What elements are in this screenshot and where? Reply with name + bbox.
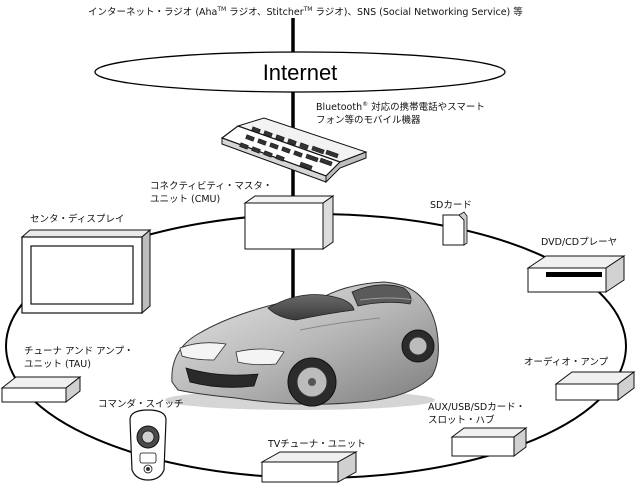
top-caption-part-2: ラジオ、Stitcher — [226, 7, 304, 19]
commander-switch-icon — [129, 409, 167, 481]
bluetooth-text: Bluetooth — [316, 102, 363, 114]
commander-switch-label: コマンダ・スイッチ — [98, 399, 184, 410]
cmu-label-line2: ユニット (CMU) — [150, 194, 221, 205]
internet-ellipse — [94, 51, 506, 93]
cmu-label: コネクティビティ・マスタ・ ユニット (CMU) — [150, 180, 272, 206]
car-illustration — [165, 281, 439, 410]
cmu-box — [243, 195, 335, 250]
audio-amp-label: オーディオ・アンプ — [524, 357, 609, 368]
trademark-2: TM — [303, 6, 313, 13]
trademark-1: TM — [217, 6, 227, 13]
tau-label-line1: チューナ アンド アンプ・ — [24, 346, 134, 357]
top-caption: インターネット・ラジオ (AhaTM ラジオ、StitcherTM ラジオ)、S… — [88, 3, 523, 19]
dvd-cd-player-icon — [526, 255, 626, 293]
mobile-device-icon — [220, 117, 368, 184]
top-caption-part-3: ラジオ)、SNS (Social Networking Service) 等 — [312, 7, 523, 19]
cmu-label-line1: コネクティビティ・マスタ・ — [150, 181, 273, 192]
aux-usb-sd-hub-label-line1: AUX/USB/SDカード・ — [428, 402, 526, 413]
tau-label: チューナ アンド アンプ・ ユニット (TAU) — [24, 345, 134, 371]
aux-usb-sd-hub-label: AUX/USB/SDカード・ スロット・ハブ — [428, 401, 525, 427]
mobile-device-label-line2: フォン等のモバイル機器 — [316, 115, 421, 127]
tau-box — [0, 375, 82, 404]
tv-tuner-unit-label: TVチューナ・ユニット — [268, 439, 366, 450]
tau-label-line2: ユニット (TAU) — [24, 359, 91, 370]
internet-label: Internet — [263, 60, 338, 85]
dvd-cd-player-label: DVD/CDプレーヤ — [541, 237, 618, 248]
registered-mark: ® — [362, 101, 369, 108]
aux-usb-sd-hub-label-line2: スロット・ハブ — [428, 415, 495, 426]
aux-usb-sd-hub-box — [450, 427, 528, 457]
audio-amp-box — [554, 371, 636, 401]
center-display-icon — [20, 228, 152, 315]
sd-card-label: SDカード — [430, 200, 472, 211]
center-display-label: センタ・ディスプレイ — [30, 214, 125, 225]
top-caption-part-1: インターネット・ラジオ (Aha — [88, 7, 218, 19]
tv-tuner-unit-box — [260, 451, 358, 483]
mobile-device-label-line1-suffix: 対応の携帯電話やスマート — [368, 102, 485, 114]
mobile-device-label: Bluetooth® 対応の携帯電話やスマート フォン等のモバイル機器 — [316, 98, 485, 127]
mobile-device-label-line1: Bluetooth® 対応の携帯電話やスマート — [316, 98, 485, 114]
sd-card-icon — [442, 211, 468, 246]
